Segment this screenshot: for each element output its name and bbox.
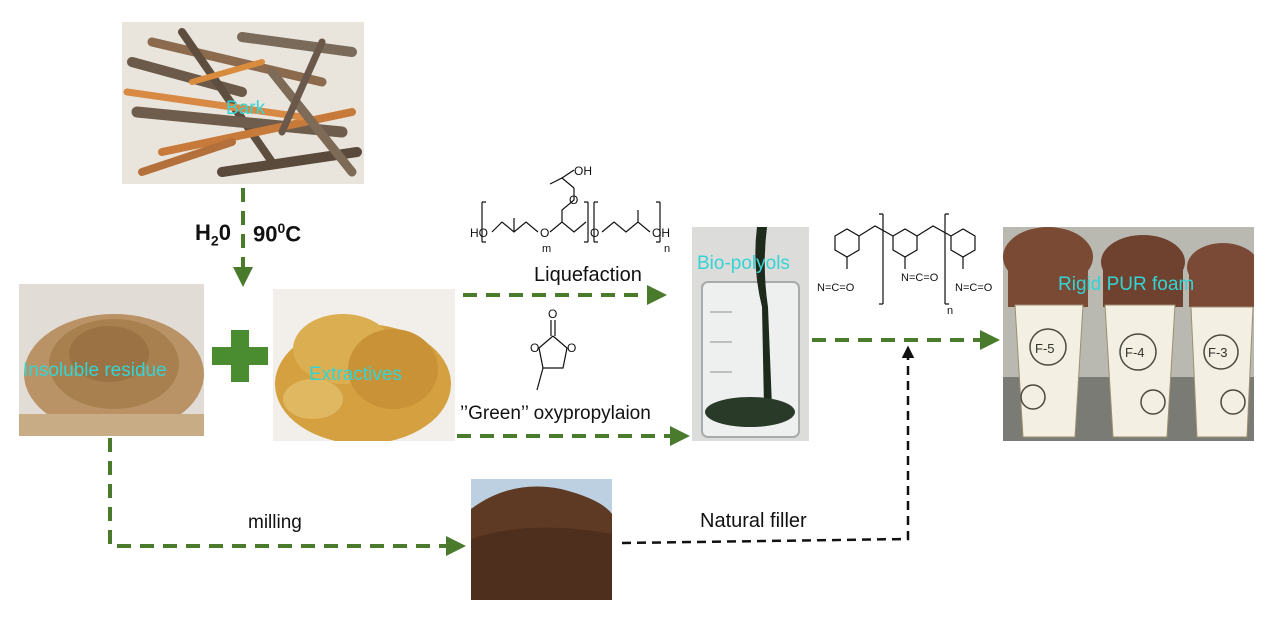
carbonate-o-left: O [530, 341, 539, 355]
chem-oh-top: OH [574, 164, 592, 178]
chem-n: n [664, 243, 670, 255]
carbonate-o-right: O [567, 341, 576, 355]
plus-icon [212, 330, 268, 382]
mdi-nco-3: N=C=O [955, 282, 993, 294]
biopolyols-label: Bio-polyols [697, 253, 790, 274]
polymeric-mdi-structure: N=C=O N=C=O N=C=O n [817, 213, 993, 316]
natural-filler-photo [471, 479, 612, 600]
carbonate-o-top: O [548, 308, 557, 321]
chem-oh-end: OH [652, 226, 670, 240]
mdi-n: n [947, 305, 953, 316]
rigid-pur-foam-label: Rigid PUR foam [1058, 274, 1195, 295]
insoluble-residue-label: Insoluble residue [23, 360, 167, 381]
biopolyols-beaker-photo [692, 227, 809, 441]
natural-filler-label: Natural filler [700, 510, 807, 532]
arrow-milling [108, 438, 466, 556]
bark-photo [122, 22, 364, 184]
liquefaction-label: Liquefaction [534, 264, 642, 286]
insoluble-residue-photo [19, 284, 204, 436]
chem-o-2: O [590, 226, 599, 240]
water-condition: H20 [195, 220, 231, 249]
chem-m: m [542, 243, 551, 255]
propylene-carbonate-structure: O O O [530, 308, 576, 391]
chem-ho: HO [470, 226, 488, 240]
cup-label-3: F-3 [1208, 345, 1228, 360]
extractives-photo [273, 289, 455, 441]
mdi-nco-2: N=C=O [901, 272, 939, 284]
extractives-label: Extractives [309, 364, 402, 385]
temperature-condition: 900C [253, 220, 302, 247]
oxypropylation-label: ’’Green’’ oxypropylaion [460, 403, 651, 424]
arrow-natural-filler [621, 345, 915, 545]
bark-label: Bark [226, 98, 266, 119]
polyether-polyol-structure: HO O O O OH OH m n [470, 164, 670, 255]
mdi-nco-1: N=C=O [817, 282, 855, 294]
cup-label-2: F-4 [1125, 345, 1145, 360]
rigid-pur-foam-photo: F-5 F-4 F-3 [1003, 227, 1254, 441]
cup-label-1: F-5 [1035, 341, 1055, 356]
chem-o-1: O [540, 226, 549, 240]
chem-o-3: O [569, 193, 578, 207]
milling-label: milling [248, 512, 302, 533]
